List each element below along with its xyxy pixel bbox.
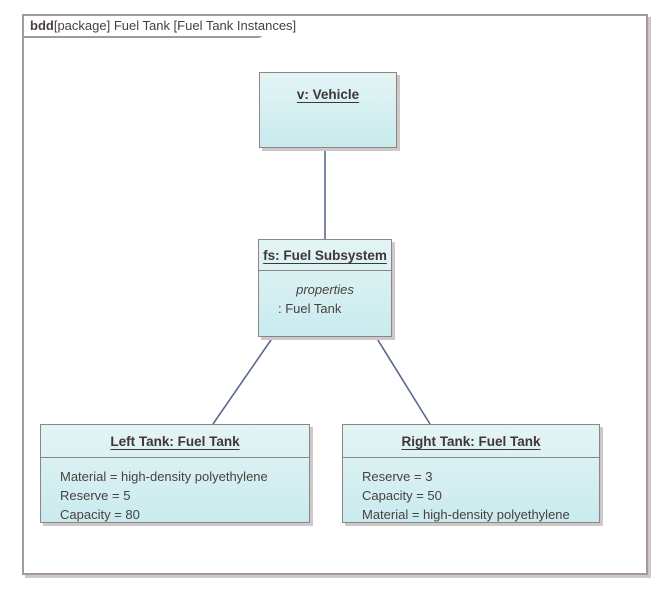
left-tank-property-2: Capacity = 80 [60, 507, 140, 522]
fuel-subsystem-name-label: fs: Fuel Subsystem [263, 247, 387, 263]
right-tank-property-0: Reserve = 3 [362, 469, 433, 484]
diagram-title-tab [22, 14, 298, 38]
left-tank-name-label: Left Tank: Fuel Tank [110, 433, 240, 449]
right-tank-property-2: Material = high-density polyethylene [362, 507, 570, 522]
left-tank-property-0: Material = high-density polyethylene [60, 469, 268, 484]
fuel-subsystem-header: fs: Fuel Subsystem [259, 240, 391, 270]
block-left-tank[interactable]: Left Tank: Fuel Tank Material = high-den… [40, 424, 310, 523]
left-tank-properties-compartment: Material = high-density polyethylene Res… [41, 457, 309, 522]
fuel-subsystem-properties-compartment: properties : Fuel Tank [259, 270, 391, 336]
left-tank-property-1: Reserve = 5 [60, 488, 131, 503]
diagram-scope-label: [package] Fuel Tank [Fuel Tank Instances… [53, 18, 297, 33]
vehicle-name-label: v: Vehicle [296, 86, 360, 102]
right-tank-properties-compartment: Reserve = 3 Capacity = 50 Material = hig… [343, 457, 599, 522]
block-fuel-subsystem[interactable]: fs: Fuel Subsystem properties : Fuel Tan… [258, 239, 392, 337]
fuel-subsystem-property-0: : Fuel Tank [278, 301, 342, 316]
right-tank-header: Right Tank: Fuel Tank [343, 425, 599, 457]
right-tank-name-label: Right Tank: Fuel Tank [401, 433, 541, 449]
diagram-title-label: bdd[package] Fuel Tank [Fuel Tank Instan… [30, 17, 296, 35]
fuel-subsystem-compartment-label: properties [296, 282, 354, 297]
diagram-kind-label: bdd [30, 18, 54, 33]
block-vehicle[interactable]: v: Vehicle [259, 72, 397, 148]
right-tank-property-1: Capacity = 50 [362, 488, 442, 503]
block-right-tank[interactable]: Right Tank: Fuel Tank Reserve = 3 Capaci… [342, 424, 600, 523]
vehicle-header: v: Vehicle [260, 73, 396, 147]
left-tank-header: Left Tank: Fuel Tank [41, 425, 309, 457]
